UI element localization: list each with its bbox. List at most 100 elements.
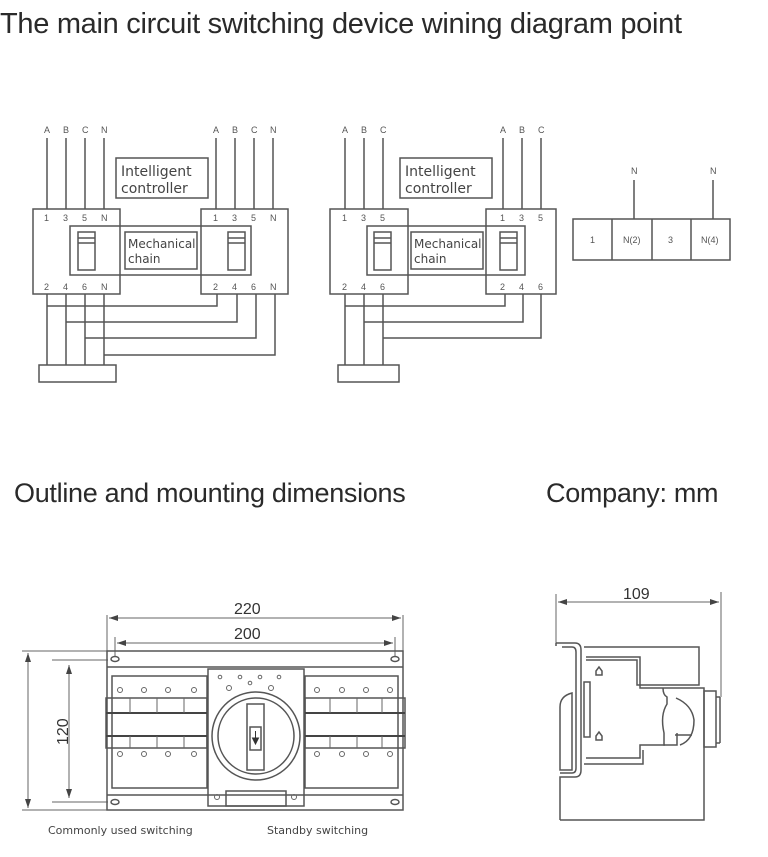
terminal-label: 3 <box>63 213 68 223</box>
terminal-label: 6 <box>82 282 87 292</box>
input-wires <box>344 138 542 209</box>
breaker-left <box>111 675 208 789</box>
input-label: B <box>232 125 238 135</box>
neutral-wires <box>633 180 714 219</box>
switch-box-right <box>485 208 557 295</box>
terminal-label: 4 <box>361 282 366 292</box>
terminal-screw-icons <box>117 687 197 757</box>
terminal-label: 3 <box>361 213 366 223</box>
terminal-label: 3 <box>232 213 237 223</box>
mechanical-chain-box <box>410 231 484 270</box>
wiring-diagram-3pole: A B C A B C Intelligent controller 1 3 5… <box>329 125 557 383</box>
panel-label-slot <box>225 790 287 807</box>
chain-label: Mechanical <box>414 237 482 251</box>
switch-box-left <box>32 208 121 295</box>
load-block <box>38 364 117 383</box>
breaker-band <box>304 697 406 749</box>
mounting-hole <box>390 798 400 806</box>
dimension-overall-width: 220 <box>234 601 261 618</box>
breaker-right <box>304 675 399 789</box>
mechanical-chain-frame <box>366 225 526 276</box>
terminal-label: 2 <box>44 282 49 292</box>
handle-indicator <box>249 726 262 751</box>
chain-label: Mechanical <box>128 237 196 251</box>
mechanical-chain-frame <box>69 225 252 276</box>
terminal-label: 4 <box>519 282 524 292</box>
terminal-label: 1 <box>44 213 49 223</box>
terminal-cell: 1 <box>590 235 595 245</box>
mounting-hole <box>110 798 120 806</box>
terminal-label: 5 <box>251 213 256 223</box>
pole-dividers <box>129 698 185 748</box>
input-label: B <box>63 125 69 135</box>
outline-section-title: Outline and mounting dimensions <box>14 478 406 508</box>
neutral-input-label: N <box>631 166 638 176</box>
input-label: C <box>380 125 387 135</box>
terminal-label: 1 <box>342 213 347 223</box>
panel-screw-icons <box>217 674 282 691</box>
output-wires <box>344 294 384 365</box>
terminal-cell: 3 <box>668 235 673 245</box>
load-block <box>337 364 400 383</box>
breaker-handle-icon <box>77 231 96 271</box>
neutral-input-label: N <box>710 166 717 176</box>
terminal-label: N <box>270 213 277 223</box>
base-plate <box>106 650 404 811</box>
front-knob <box>703 690 717 748</box>
terminal-label: 5 <box>82 213 87 223</box>
breaker-handle-icon <box>373 231 392 271</box>
unit-label: Company: mm <box>546 478 719 508</box>
crossover-wires <box>345 294 542 339</box>
terminal-label: 6 <box>251 282 256 292</box>
terminal-label: 2 <box>213 282 218 292</box>
chain-label: chain <box>128 252 161 266</box>
dimension-depth: 109 <box>623 586 650 603</box>
controller-label: Intelligent <box>405 164 476 180</box>
terminal-label: 5 <box>538 213 543 223</box>
input-label: N <box>101 125 108 135</box>
front-outline-drawing: 220 200 120 <box>22 601 406 837</box>
controller-box <box>115 157 209 199</box>
terminal-label: 5 <box>380 213 385 223</box>
terminal-cell: N(4) <box>701 235 719 245</box>
terminal-label: 1 <box>213 213 218 223</box>
page-title: The main circuit switching device wining… <box>0 8 682 40</box>
terminal-label: 4 <box>232 282 237 292</box>
din-rail-inner <box>555 643 577 774</box>
input-label: C <box>251 125 258 135</box>
mounting-hole <box>390 655 400 663</box>
controller-label: Intelligent <box>121 164 192 180</box>
controller-label: controller <box>121 181 188 197</box>
terminal-cell: N(2) <box>623 235 641 245</box>
caption-standby: Standby switching <box>267 824 368 837</box>
pole-dividers <box>329 698 383 748</box>
terminal-label: N <box>270 282 277 292</box>
dial-outer-ring <box>211 691 301 781</box>
side-outline-drawing: 109 <box>555 586 722 821</box>
caption-commonly-used: Commonly used switching <box>48 824 193 837</box>
breaker-handle-icon <box>499 231 518 271</box>
chain-label: chain <box>414 252 447 266</box>
housing-step <box>586 744 665 759</box>
panel-screw-icon <box>214 794 220 800</box>
terminal-label: 1 <box>500 213 505 223</box>
input-label: A <box>44 125 50 135</box>
input-label: A <box>500 125 506 135</box>
housing-step-outer <box>584 750 644 765</box>
terminal-label: 2 <box>342 282 347 292</box>
controller-box <box>399 157 493 199</box>
terminal-label: N <box>101 213 108 223</box>
input-wires <box>46 138 274 209</box>
neutral-terminal-block: N N 1 N(2) 3 N(4) <box>572 166 731 261</box>
mechanical-chain-box <box>124 231 198 270</box>
output-wires <box>46 294 105 365</box>
panel-screw-icon <box>291 794 297 800</box>
din-rail <box>556 642 582 820</box>
terminal-label: 4 <box>63 282 68 292</box>
terminal-label: 6 <box>380 282 385 292</box>
extension-lines <box>22 650 108 811</box>
mount-clip <box>559 692 573 771</box>
input-label: B <box>361 125 367 135</box>
input-label: A <box>213 125 219 135</box>
